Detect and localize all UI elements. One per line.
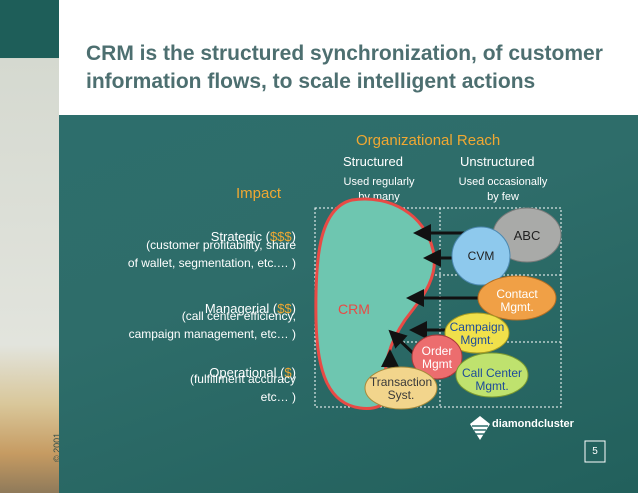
transaction-node — [364, 366, 438, 410]
abc-label: ABC — [513, 228, 541, 243]
decorative-sidebar — [0, 0, 59, 493]
strategic-cost: $$$ — [269, 229, 292, 244]
order-node — [411, 334, 463, 380]
strategic-close: ) — [291, 229, 296, 244]
transaction-label: Transaction Syst. — [369, 375, 433, 402]
managerial-heading: Managerial ($$) — [100, 286, 296, 316]
callcenter-label: Call Center Mgmt. — [461, 366, 523, 393]
cvm-node — [451, 226, 511, 286]
campaign-node — [444, 312, 510, 354]
page-number-box — [584, 440, 606, 463]
managerial-label: Managerial ( — [204, 301, 278, 316]
operational-cost: $ — [284, 365, 292, 380]
header: CRM is the structured synchronization, o… — [0, 0, 638, 115]
strategic-description: (customer profitability, share of wallet… — [127, 238, 296, 270]
order-label: Order Mgmt — [421, 344, 453, 371]
managerial-description: (call center efficiency, campaign manage… — [128, 309, 296, 341]
callcenter-node — [455, 352, 529, 398]
arrow-order-1 — [388, 329, 416, 356]
contact-node — [477, 275, 557, 321]
operational-close: ) — [291, 365, 296, 380]
managerial-close: ) — [291, 301, 296, 316]
impact-heading: Impact — [236, 185, 282, 202]
unstructured-label: Unstructured — [460, 154, 535, 169]
org-reach-heading: Organizational Reach — [356, 132, 501, 149]
cvm-label: CVM — [467, 249, 495, 263]
strategic-label: Strategic ( — [210, 229, 270, 244]
slide-title: CRM is the structured synchronization, o… — [86, 42, 603, 93]
operational-heading: Operational ($) — [100, 350, 296, 380]
sidebar-accent-block — [0, 0, 59, 58]
strategic-heading: Strategic ($$$) — [100, 214, 296, 244]
page-number: 5 — [592, 446, 598, 457]
unstructured-sublabel: Used occasionally by few — [458, 176, 548, 203]
diamondcluster-logo — [470, 416, 490, 440]
structured-label: Structured — [343, 154, 403, 169]
logo-diamond-icon — [470, 416, 490, 440]
campaign-label: Campaign Mgmt. — [449, 320, 505, 347]
operational-label: Operational ( — [209, 365, 285, 380]
contact-label: Contact Mgmt. — [496, 287, 538, 314]
crm-label: CRM — [338, 301, 370, 317]
logo-text: diamondcluster — [492, 418, 574, 430]
node-shapes — [364, 207, 562, 410]
managerial-cost: $$ — [277, 301, 292, 316]
operational-description: (fulfillment accuracy etc… ) — [189, 372, 296, 404]
